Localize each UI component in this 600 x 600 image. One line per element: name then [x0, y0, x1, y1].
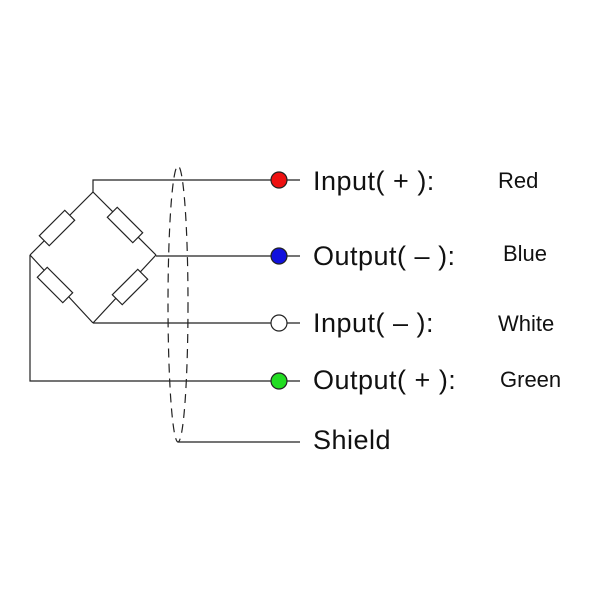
output-minus-label: Output( – ):: [313, 241, 456, 271]
red-color-label: Red: [498, 168, 538, 193]
terminal-dot-blue: [270, 247, 288, 265]
wire-red: [92, 179, 279, 192]
resistor-r3: [36, 266, 74, 304]
resistor-r2: [106, 206, 144, 244]
green-color-label: Green: [500, 367, 561, 392]
input-minus-label: Input( – ):: [313, 308, 434, 338]
terminal-dot-red: [270, 171, 288, 189]
resistor-r1: [38, 209, 76, 247]
terminal-dot-white: [270, 314, 288, 332]
resistor-r4: [111, 268, 149, 306]
wire-green: [29, 255, 279, 382]
cable-shield-outline: [167, 165, 189, 443]
shield-label: Shield: [313, 425, 391, 455]
input-plus-label: Input( + ):: [313, 166, 435, 196]
output-plus-label: Output( + ):: [313, 365, 456, 395]
white-color-label: White: [498, 311, 554, 336]
blue-color-label: Blue: [503, 241, 547, 266]
terminal-dot-green: [270, 372, 288, 390]
